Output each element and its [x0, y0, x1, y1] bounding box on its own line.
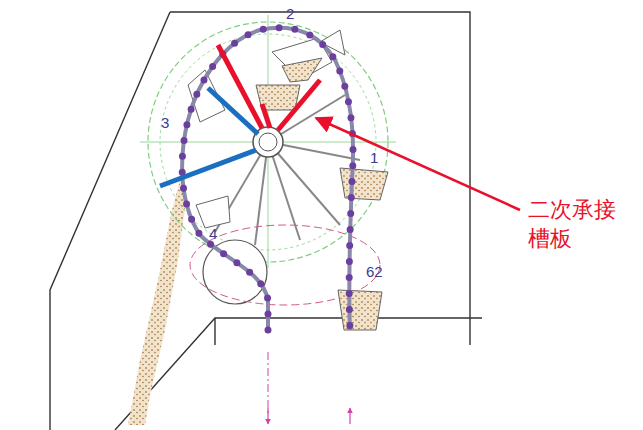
callout-number: 3 — [161, 115, 169, 132]
housing-outline — [50, 12, 482, 430]
flow-arrow — [349, 408, 350, 424]
callout-number: 4 — [209, 226, 217, 243]
flow-arrow — [267, 408, 268, 424]
callout-arrow — [316, 118, 520, 210]
callout-number: 2 — [286, 6, 294, 23]
trough-plates — [160, 45, 320, 186]
material-pile — [128, 180, 186, 425]
chain-link — [182, 28, 353, 330]
lower-pulley — [203, 240, 267, 304]
callout-number: 1 — [370, 150, 378, 167]
axis-line — [268, 352, 269, 415]
chain-pins — [182, 28, 353, 330]
buckets — [188, 30, 388, 330]
callout-number: 62 — [366, 264, 383, 281]
wheel-axle — [259, 133, 277, 151]
callout-text: 二次承接 槽板 — [528, 196, 628, 253]
